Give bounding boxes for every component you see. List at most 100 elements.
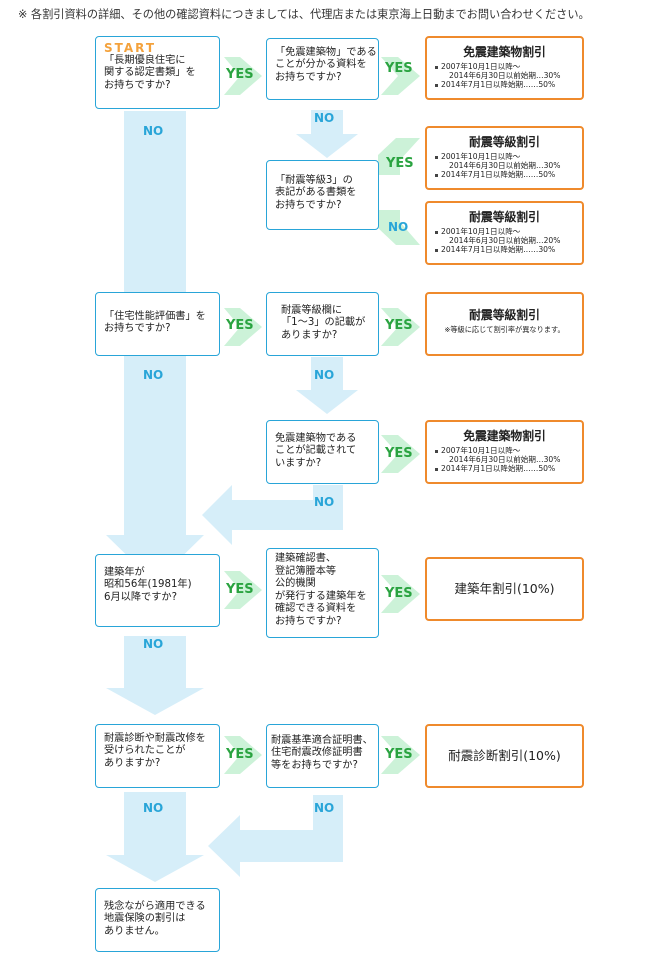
yes-arrow-9 [381, 575, 420, 613]
question-text: ことが分かる資料を [275, 59, 367, 71]
result-grade-discount-2: 耐震等級割引 2001年10月1日以降～ 2014年6月30日以前始期…20% … [425, 201, 584, 265]
result-text: ありません。 [104, 925, 165, 937]
result-diagnosis-discount: 耐震診断割引(10%) [425, 724, 584, 788]
question-text: ありますか? [281, 329, 338, 341]
question-text: 「耐震等級3」の [275, 175, 353, 186]
rate-line: 2007年10月1日以降～ [441, 446, 521, 455]
question-text: 等をお持ちですか? [271, 759, 358, 771]
question-build-year-doc: 建築確認書、 登記簿謄本等 公的機関 が発行する建築年を 確認できる資料を お持… [266, 548, 379, 638]
question-isolation-stated: 免震建築物である ことが記載されて いますか? [266, 420, 379, 484]
yes-label: YES [385, 586, 413, 601]
result-title: 免震建築物割引 [463, 45, 546, 59]
result-grade-discount-1: 耐震等級割引 2001年10月1日以降～ 2014年6月30日以前始期…30% … [425, 126, 584, 190]
question-text: 「住宅性能評価書」を [104, 311, 206, 322]
result-title: 耐震診断割引(10%) [448, 748, 561, 763]
no-arrow-3 [106, 792, 204, 882]
question-seismic-diagnosis: 耐震診断や耐震改修を 受けられたことが ありますか? [95, 724, 220, 788]
yes-label: YES [226, 747, 254, 762]
yes-arrow-4 [378, 210, 420, 245]
result-text: 残念ながら適用できる [104, 901, 206, 912]
question-text: が発行する建築年を [275, 590, 367, 602]
question-text: 6月以降ですか? [104, 591, 178, 603]
no-arrow-mid-1 [296, 110, 358, 158]
no-arrow-2 [106, 636, 204, 715]
result-title: 耐震等級割引 [469, 135, 540, 149]
question-text: ありますか? [104, 757, 161, 769]
question-text: 確認できる資料を [275, 603, 357, 615]
yes-label: YES [226, 318, 254, 333]
question-text: 「1～3」の記載が [281, 317, 366, 329]
question-text: 昭和56年(1981年) [104, 579, 192, 591]
result-grade-discount-3: 耐震等級割引 ※等級に応じて割引率が異なります。 [425, 292, 584, 356]
rate-line: 2014年7月1日以降始期……50% [441, 170, 556, 179]
result-seismic-isolation-1: 免震建築物割引 2007年10月1日以降～ 2014年6月30日以前始期…30%… [425, 36, 584, 100]
question-text: ことが記載されて [275, 445, 357, 457]
no-label: NO [143, 124, 164, 138]
question-text: 「免震建築物」である [275, 47, 377, 58]
rate-line: 2007年10月1日以降～ [441, 62, 521, 71]
yes-arrow-1 [224, 57, 262, 95]
yes-arrow-6 [381, 308, 420, 346]
question-text: お持ちですか? [275, 71, 342, 83]
question-long-term-housing: START 「長期優良住宅に 関する認定書類」を お持ちですか? [95, 36, 220, 109]
result-seismic-isolation-2: 免震建築物割引 2007年10月1日以降～ 2014年6月30日以前始期…30%… [425, 420, 584, 484]
result-title: 免震建築物割引 [463, 429, 546, 443]
yes-label: YES [385, 747, 413, 762]
question-build-year: 建築年が 昭和56年(1981年) 6月以降ですか? [95, 554, 220, 627]
no-label: NO [314, 368, 335, 382]
no-label: NO [314, 495, 335, 509]
question-text: 建築年が [104, 567, 145, 578]
yes-label: YES [226, 67, 254, 82]
yes-arrow-3 [378, 138, 420, 175]
question-performance-report: 「住宅性能評価書」を お持ちですか? [95, 292, 220, 356]
question-text: 受けられたことが [104, 745, 186, 757]
rate-line: 2014年6月30日以前始期…30% [449, 71, 561, 80]
question-grade-field: 耐震等級欄に 「1～3」の記載が ありますか? [266, 292, 379, 356]
result-build-year-discount: 建築年割引(10%) [425, 557, 584, 621]
question-text: お持ちですか? [275, 199, 342, 211]
question-text: 関する認定書類」を [104, 67, 196, 79]
rate-line: 2014年6月30日以前始期…30% [449, 455, 561, 464]
rate-line: 2014年6月30日以前始期…30% [449, 161, 561, 170]
question-text: 登記簿謄本等 [275, 565, 337, 577]
yes-arrow-2 [381, 57, 420, 95]
no-return-arrow-1 [202, 485, 343, 545]
result-note: ※等級に応じて割引率が異なります。 [444, 325, 565, 334]
start-label: START [104, 41, 157, 55]
no-label: NO [388, 220, 409, 234]
yes-arrow-10 [224, 736, 262, 774]
question-text: 免震建築物である [275, 433, 357, 444]
yes-arrow-5 [224, 308, 262, 346]
no-label: NO [143, 801, 164, 815]
no-arrow-mid-2 [296, 357, 358, 414]
question-text: 建築確認書、 [275, 553, 337, 564]
no-label: NO [314, 801, 335, 815]
notice-text: ※ 各割引資料の詳細、その他の確認資料につきましては、代理店または東京海上日動ま… [18, 8, 590, 21]
yes-arrow-7 [381, 435, 420, 473]
yes-arrow-11 [381, 736, 420, 774]
result-text: 地震保険の割引は [104, 913, 186, 925]
no-label: NO [143, 368, 164, 382]
no-label: NO [314, 111, 335, 125]
question-text: 住宅耐震改修証明書 [271, 747, 363, 759]
result-title: 耐震等級割引 [469, 210, 540, 224]
question-text: 公的機関 [275, 578, 316, 590]
yes-label: YES [226, 582, 254, 597]
question-grade3-doc: 「耐震等級3」の 表記がある書類を お持ちですか? [266, 160, 379, 230]
yes-label: YES [385, 318, 413, 333]
question-text: 「長期優良住宅に [104, 55, 186, 66]
no-return-arrow-2 [208, 795, 343, 877]
yes-label: YES [385, 446, 413, 461]
rate-line: 2014年7月1日以降始期……30% [441, 245, 556, 254]
rate-line: 2001年10月1日以降～ [441, 152, 521, 161]
end-no-discount: 残念ながら適用できる 地震保険の割引は ありません。 [95, 888, 220, 952]
question-text: いますか? [275, 457, 322, 469]
result-title: 耐震等級割引 [469, 308, 540, 322]
yes-label: YES [386, 156, 414, 171]
question-text: お持ちですか? [275, 615, 342, 627]
question-text: 耐震診断や耐震改修を [104, 733, 206, 744]
rate-line: 2014年6月30日以前始期…20% [449, 236, 561, 245]
yes-label: YES [385, 61, 413, 76]
question-text: 耐震等級欄に [281, 305, 343, 316]
